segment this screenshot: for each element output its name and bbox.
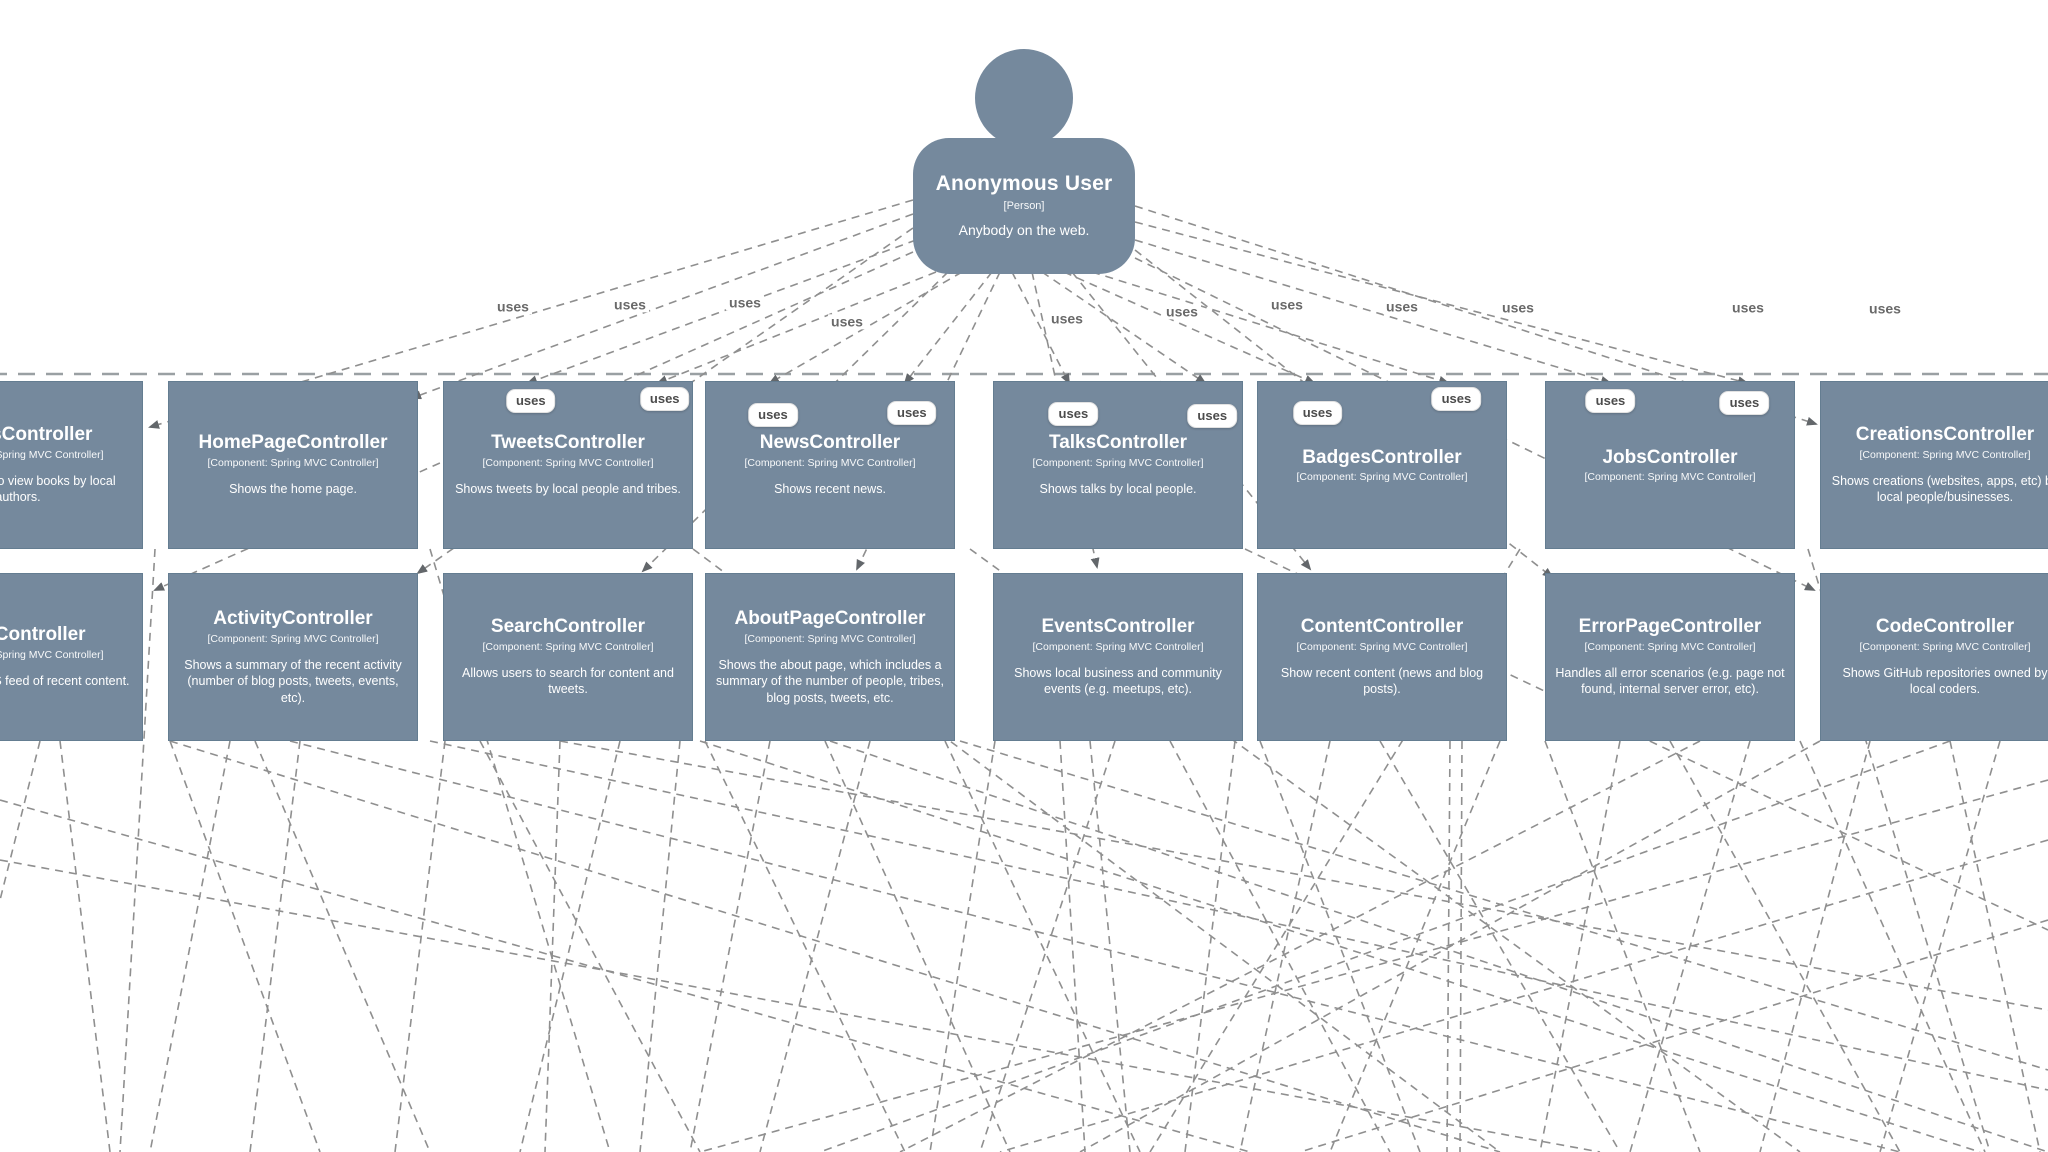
uses-edge-label: uses — [887, 401, 937, 425]
component-jobs-controller[interactable]: uses uses JobsController [Component: Spr… — [1545, 381, 1795, 549]
component-title: FeedController — [0, 624, 86, 646]
component-meta: [Component: Spring MVC Controller] — [1296, 641, 1468, 654]
person-name: Anonymous User — [935, 172, 1113, 195]
component-meta: [Component: Spring MVC Controller] — [1859, 641, 2031, 654]
component-description: Shows the home page. — [229, 482, 357, 497]
component-feed-controller[interactable]: FeedController [Component: Spring MVC Co… — [0, 573, 143, 741]
component-search-controller[interactable]: SearchController [Component: Spring MVC … — [443, 573, 693, 741]
component-title: AboutPageController — [734, 608, 926, 630]
uses-edge-label: uses — [1268, 296, 1306, 313]
component-meta: [Component: Spring MVC Controller] — [744, 457, 916, 470]
component-title: NewsController — [759, 432, 901, 454]
component-news-controller[interactable]: uses uses NewsController [Component: Spr… — [705, 381, 955, 549]
uses-edge-label: uses — [1585, 389, 1636, 413]
component-talks-controller[interactable]: uses uses TalksController [Component: Sp… — [993, 381, 1243, 549]
component-description: Handles all error scenarios (e.g. page n… — [1555, 666, 1785, 697]
uses-edge-label: uses — [1431, 387, 1482, 411]
component-title: ContentController — [1300, 616, 1464, 638]
person-meta: [Person] — [1003, 200, 1045, 212]
component-description: Shows a summary of the recent activity (… — [184, 658, 402, 705]
uses-edge-label: uses — [1383, 298, 1421, 315]
component-title: EventsController — [1041, 616, 1195, 638]
component-meta: [Component: Spring MVC Controller] — [482, 641, 654, 654]
uses-edge-label: uses — [639, 387, 690, 411]
uses-edge-label: uses — [1048, 402, 1099, 426]
component-title: TalksController — [1049, 432, 1187, 454]
component-meta: [Component: Spring MVC Controller] — [1032, 641, 1204, 654]
component-books-controller[interactable]: BooksController [Component: Spring MVC C… — [0, 381, 143, 549]
component-title: BadgesController — [1302, 446, 1462, 468]
component-aboutpage-controller[interactable]: AboutPageController [Component: Spring M… — [705, 573, 955, 741]
component-meta: [Component: Spring MVC Controller] — [1859, 449, 2031, 462]
person-anonymous-user[interactable]: Anonymous User [Person] Anybody on the w… — [913, 138, 1135, 274]
uses-edge-label: uses — [828, 313, 866, 330]
uses-edge-label: uses — [494, 298, 532, 315]
component-description: Shows tweets by local people and tribes. — [455, 482, 681, 497]
component-title: BooksController — [0, 424, 93, 446]
component-meta: [Component: Spring MVC Controller] — [207, 457, 379, 470]
uses-edge-label: uses — [1163, 303, 1201, 320]
component-meta: [Component: Spring MVC Controller] — [1584, 641, 1756, 654]
component-meta: [Component: Spring MVC Controller] — [207, 633, 379, 646]
uses-edge-label: uses — [1187, 404, 1238, 428]
component-title: SearchController — [490, 616, 646, 638]
component-title: ActivityController — [213, 608, 373, 630]
component-meta: [Component: Spring MVC Controller] — [1584, 471, 1756, 484]
component-description: Shows GitHub repositories owned by local… — [1842, 666, 2048, 697]
component-errorpage-controller[interactable]: ErrorPageController [Component: Spring M… — [1545, 573, 1795, 741]
uses-edge-label: uses — [611, 296, 649, 313]
component-meta: [Component: Spring MVC Controller] — [482, 457, 654, 470]
component-description: Allows users to search for content and t… — [462, 666, 674, 697]
component-title: ErrorPageController — [1578, 616, 1762, 638]
uses-edge-label: uses — [1719, 391, 1770, 415]
uses-edge-label: uses — [748, 403, 798, 427]
component-title: HomePageController — [198, 432, 388, 454]
uses-edge-label: uses — [1499, 299, 1537, 316]
component-creations-controller[interactable]: CreationsController [Component: Spring M… — [1820, 381, 2048, 549]
component-description: Allows users to view books by local auth… — [0, 474, 116, 505]
uses-edge-label: uses — [1048, 310, 1086, 327]
component-title: JobsController — [1602, 446, 1738, 468]
component-meta: [Component: Spring MVC Controller] — [744, 633, 916, 646]
component-meta: [Component: Spring MVC Controller] — [1032, 457, 1204, 470]
component-description: Shows local business and community event… — [1014, 666, 1222, 697]
component-code-controller[interactable]: CodeController [Component: Spring MVC Co… — [1820, 573, 2048, 741]
component-events-controller[interactable]: EventsController [Component: Spring MVC … — [993, 573, 1243, 741]
component-homepage-controller[interactable]: HomePageController [Component: Spring MV… — [168, 381, 418, 549]
uses-edge-label: uses — [1292, 401, 1343, 425]
component-meta: [Component: Spring MVC Controller] — [0, 449, 104, 462]
component-tweets-controller[interactable]: uses uses TweetsController [Component: S… — [443, 381, 693, 549]
component-activity-controller[interactable]: ActivityController [Component: Spring MV… — [168, 573, 418, 741]
component-meta: [Component: Spring MVC Controller] — [0, 649, 104, 662]
person-description: Anybody on the web. — [958, 222, 1090, 238]
component-description: Shows creations (websites, apps, etc) by… — [1831, 474, 2048, 505]
component-title: TweetsController — [491, 432, 645, 454]
component-description: Provides an RSS feed of recent content. — [0, 674, 130, 689]
component-meta: [Component: Spring MVC Controller] — [1296, 471, 1468, 484]
component-description: Shows talks by local people. — [1039, 482, 1197, 497]
uses-edge-label: uses — [505, 389, 556, 413]
component-badges-controller[interactable]: uses uses BadgesController [Component: S… — [1257, 381, 1507, 549]
component-description: Show recent content (news and blog posts… — [1280, 666, 1484, 697]
component-description: Shows the about page, which includes a s… — [716, 658, 944, 705]
uses-edge-label: uses — [1729, 299, 1767, 316]
uses-edge-label: uses — [726, 294, 764, 311]
person-head-icon — [975, 49, 1073, 147]
component-title: CodeController — [1875, 616, 2015, 638]
uses-edge-label: uses — [1866, 300, 1904, 317]
component-content-controller[interactable]: ContentController [Component: Spring MVC… — [1257, 573, 1507, 741]
component-description: Shows recent news. — [774, 482, 886, 497]
component-title: CreationsController — [1855, 424, 2035, 446]
